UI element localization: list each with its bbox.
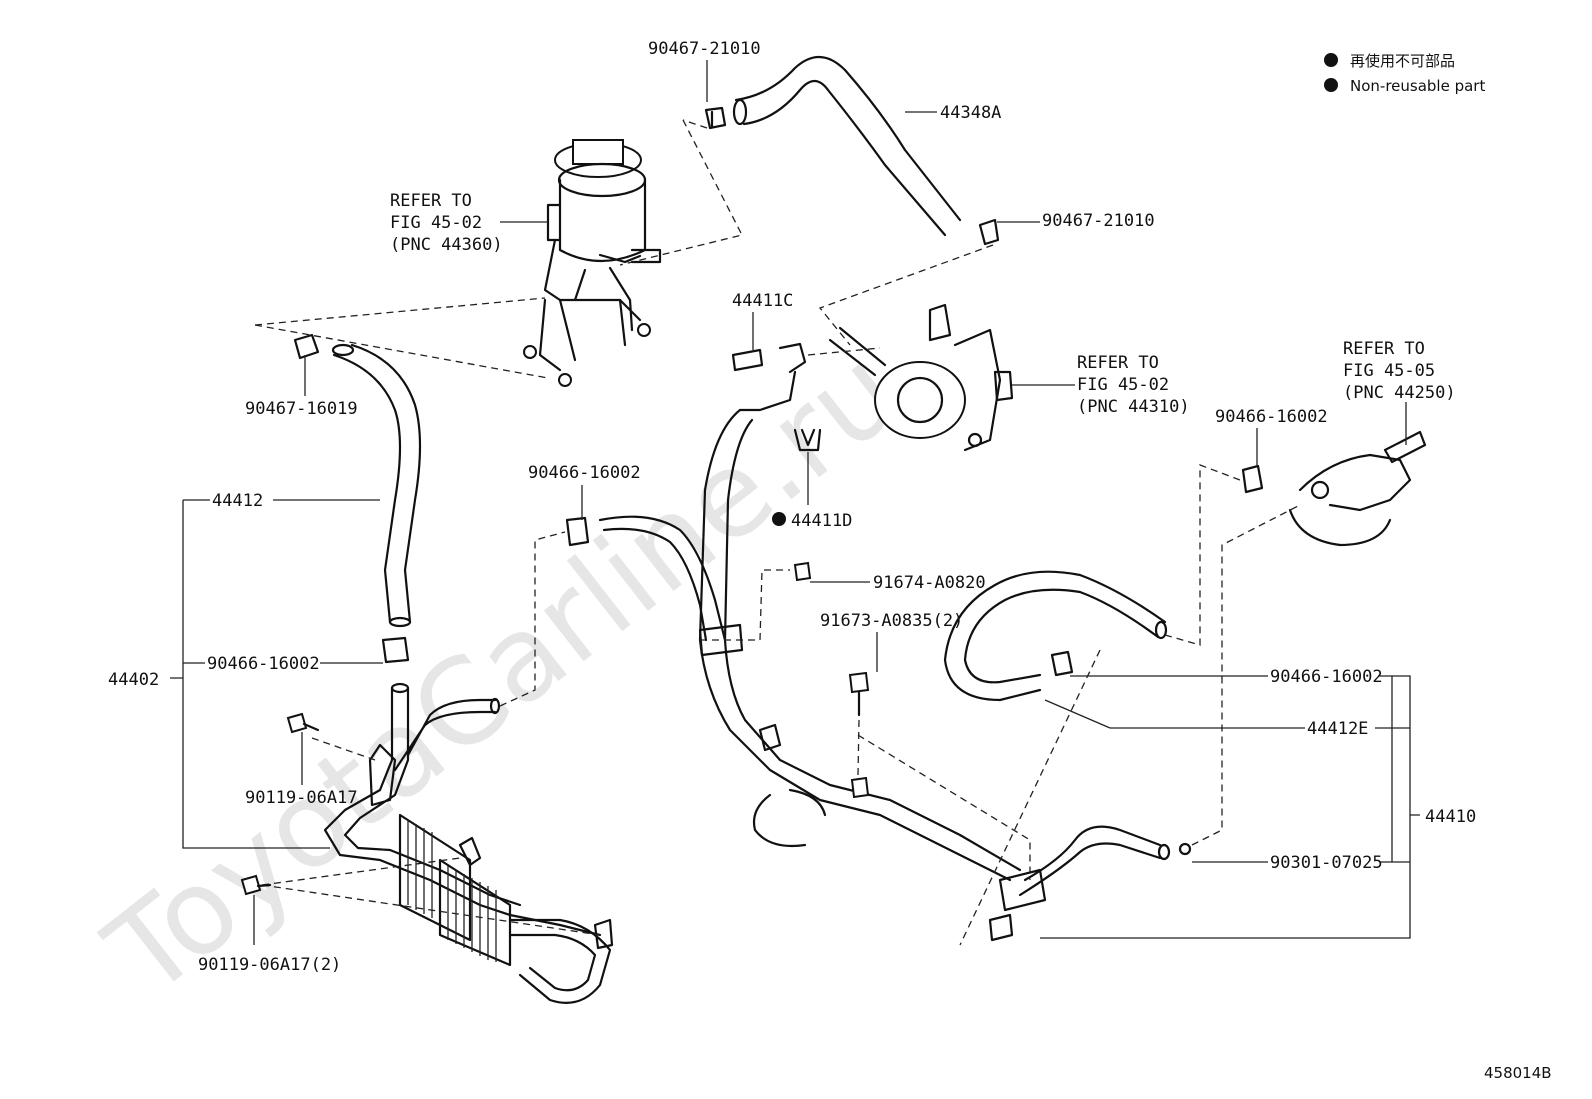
label-refer-gear-3: (PNC 44250) — [1343, 383, 1456, 403]
label-90466-16002-right: 90466-16002 — [1270, 667, 1383, 687]
clip-44411D — [793, 428, 822, 452]
label-44411D: 44411D — [791, 511, 852, 531]
label-44402: 44402 — [108, 670, 159, 690]
label-90467-21010-right: 90467-21010 — [1042, 211, 1155, 231]
o-ring-90301-07025 — [1178, 842, 1192, 856]
leader-cooler-hose — [499, 531, 566, 707]
label-91674-A0820: 91674-A0820 — [873, 573, 986, 593]
union-44411C — [731, 342, 807, 412]
label-90467-16019: 90467-16019 — [245, 399, 358, 419]
label-refer-pump-2: FIG 45-02 — [1077, 375, 1169, 395]
clamp-90466-16002-right — [1050, 650, 1074, 677]
power-steering-pump — [828, 303, 1014, 452]
label-refer-gear-2: FIG 45-05 — [1343, 361, 1435, 381]
bolt-91674-A0820 — [793, 561, 812, 582]
label-44410: 44410 — [1425, 807, 1476, 827]
figure-id: 458014B — [1484, 1064, 1552, 1082]
clamp-90467-16019 — [293, 333, 320, 360]
label-91673-A0835: 91673-A0835(2) — [820, 611, 963, 631]
clamp-90466-16002-mid — [565, 516, 590, 547]
label-refer-pump-3: (PNC 44310) — [1077, 397, 1190, 417]
label-90466-16002-left: 90466-16002 — [207, 654, 320, 674]
label-90467-21010-top: 90467-21010 — [648, 39, 761, 59]
legend-japanese: 再使用不可部品 — [1350, 52, 1455, 70]
label-refer-reservoir-1: REFER TO — [390, 191, 472, 211]
return-tube — [1018, 825, 1162, 897]
reservoir-tank — [523, 139, 662, 387]
label-refer-reservoir-2: FIG 45-02 — [390, 213, 482, 233]
legend-bullet-icon — [1324, 78, 1338, 92]
label-44411C: 44411C — [732, 291, 793, 311]
non-reusable-bullet-icon — [772, 512, 786, 526]
legend-bullet-icon — [1324, 53, 1338, 67]
oil-cooler — [323, 682, 614, 1004]
bolt-90119-06A17-2 — [240, 874, 272, 896]
label-refer-pump-1: REFER TO — [1077, 353, 1159, 373]
hose-44412 — [332, 343, 422, 624]
label-90301-07025: 90301-07025 — [1270, 853, 1383, 873]
label-refer-reservoir-3: (PNC 44360) — [390, 235, 503, 255]
hose-44348A — [734, 55, 962, 237]
legend: 再使用不可部品 Non-reusable part — [1324, 52, 1485, 95]
hose-mid — [598, 515, 727, 642]
label-44348A: 44348A — [940, 103, 1001, 123]
hose-44412E — [943, 570, 1167, 702]
label-90466-16002-mid: 90466-16002 — [528, 463, 641, 483]
label-90466-16002-gear: 90466-16002 — [1215, 407, 1328, 427]
bolt-90119-06A17 — [286, 712, 320, 734]
bolt-91673-A0835 — [848, 671, 870, 717]
clamp-90467-21010-top — [704, 106, 727, 130]
steering-gear-housing — [1241, 430, 1427, 547]
label-90119-06A17-2: 90119-06A17(2) — [198, 955, 341, 975]
label-44412E: 44412E — [1307, 719, 1368, 739]
clamp-90467-21010-right — [978, 218, 1000, 246]
legend-english: Non-reusable part — [1350, 77, 1485, 95]
label-44412: 44412 — [212, 491, 263, 511]
clamp-90466-16002-left — [381, 636, 410, 664]
label-refer-gear-1: REFER TO — [1343, 339, 1425, 359]
label-90119-06A17: 90119-06A17 — [245, 788, 358, 808]
